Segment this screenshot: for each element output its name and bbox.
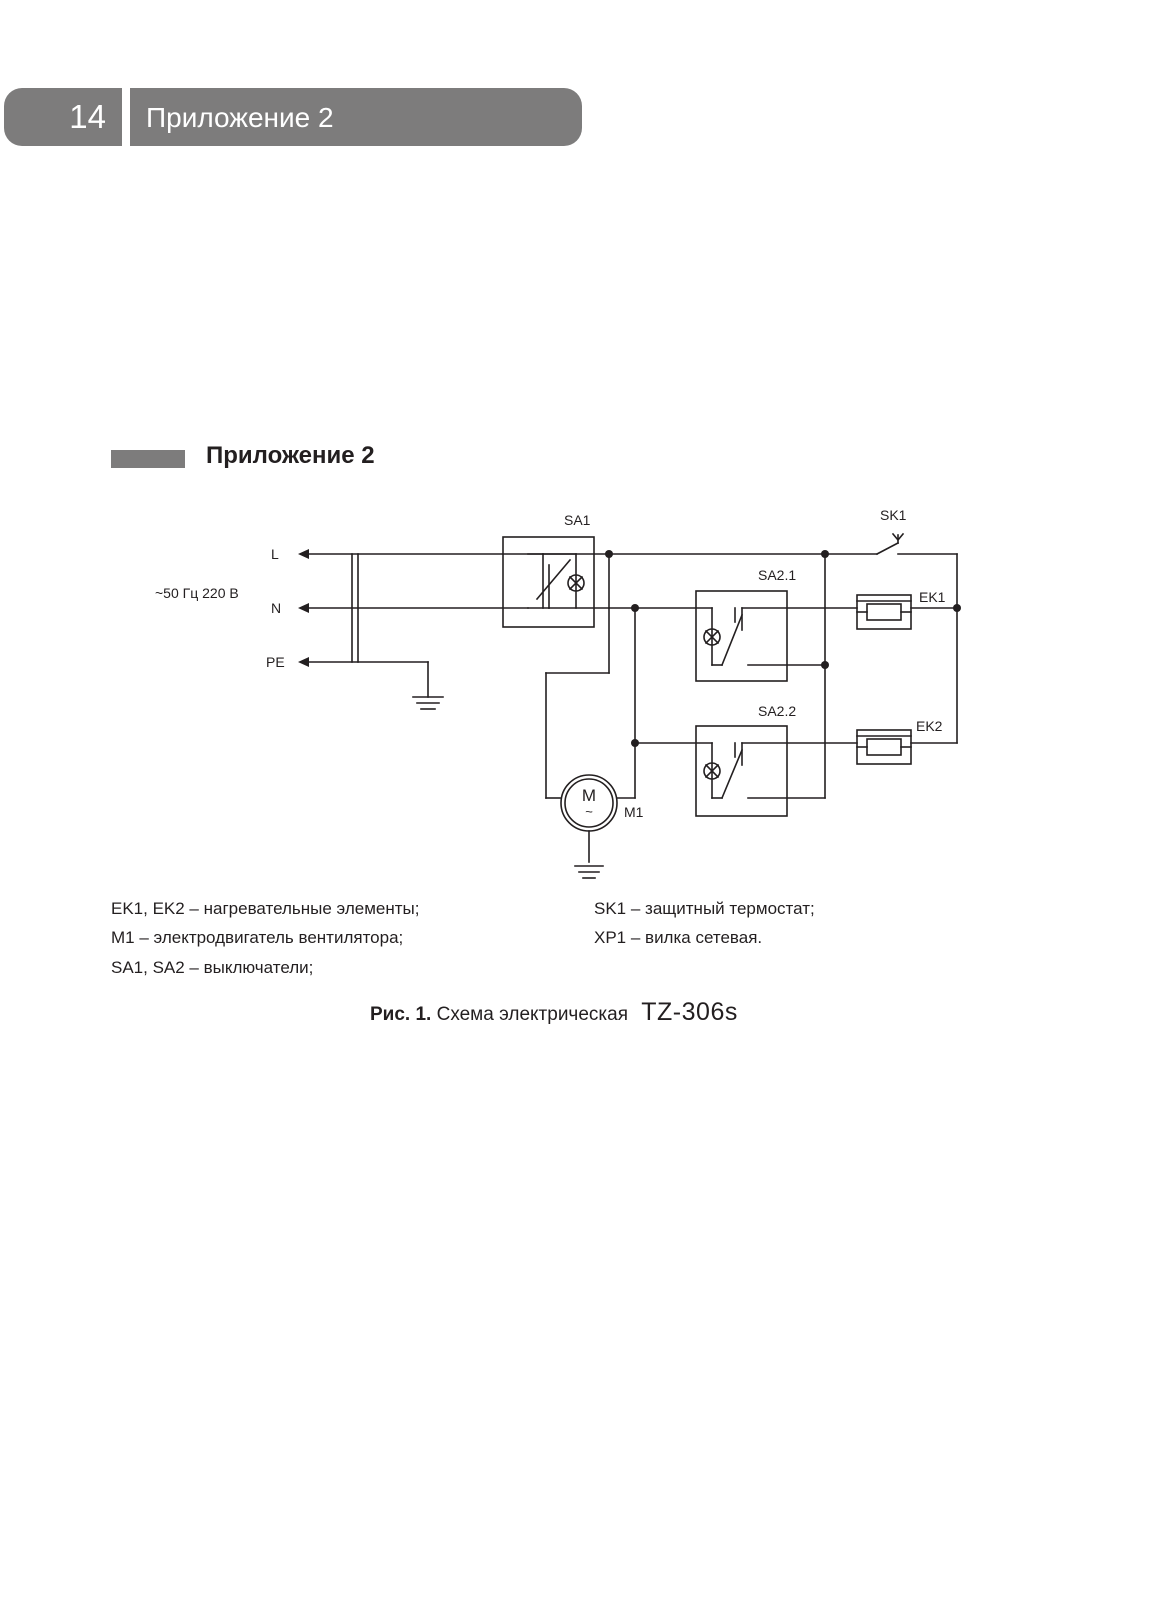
switch-sa2-1 [695, 590, 788, 682]
lamp-sa1 [567, 574, 585, 592]
label-PE: PE [266, 654, 285, 670]
switch-sa2-2 [695, 725, 788, 817]
caption-text: Схема электрическая [436, 1004, 628, 1025]
page-number: 14 [4, 88, 122, 146]
ground-symbol-pe [412, 696, 444, 710]
label-N: N [271, 600, 281, 616]
arrow-PE [298, 657, 309, 667]
label-supply: ~50 Гц 220 В [155, 585, 239, 601]
lamp-sa2-2 [703, 762, 721, 780]
motor-tilde: ~ [585, 804, 593, 819]
legend-item: M1 – электродвигатель вентилятора; [111, 928, 404, 947]
ground-symbol-motor [574, 865, 604, 879]
label-sa1: SA1 [564, 512, 591, 528]
lamp-sa2-1 [703, 628, 721, 646]
arrow-L [298, 549, 309, 559]
caption-model: TZ-306s [641, 998, 738, 1026]
header-title: Приложение 2 [130, 88, 582, 146]
label-L: L [271, 546, 279, 562]
thermostat-sk1 [875, 541, 900, 556]
label-m1: M1 [624, 804, 644, 820]
section-marker [111, 450, 185, 468]
legend-item: EK1, EK2 – нагревательные элементы; [111, 899, 420, 918]
label-sa2-1: SA2.1 [758, 567, 796, 583]
legend-item: XP1 – вилка сетевая. [594, 928, 763, 947]
label-ek2: EK2 [916, 718, 943, 734]
label-sa2-2: SA2.2 [758, 703, 796, 719]
caption-prefix: Рис. 1. [370, 1004, 432, 1025]
motor-letter: M [582, 786, 596, 805]
switch-sa1 [502, 536, 595, 628]
legend-item: SA1, SA2 – выключатели; [111, 958, 314, 977]
section-title: Приложение 2 [206, 442, 375, 469]
figure-caption: Рис. 1. Схема электрическая TZ-306s [370, 998, 738, 1027]
label-ek1: EK1 [919, 589, 946, 605]
legend-item: SK1 – защитный термостат; [594, 899, 815, 918]
arrow-N [298, 603, 309, 613]
label-sk1: SK1 [880, 507, 907, 523]
